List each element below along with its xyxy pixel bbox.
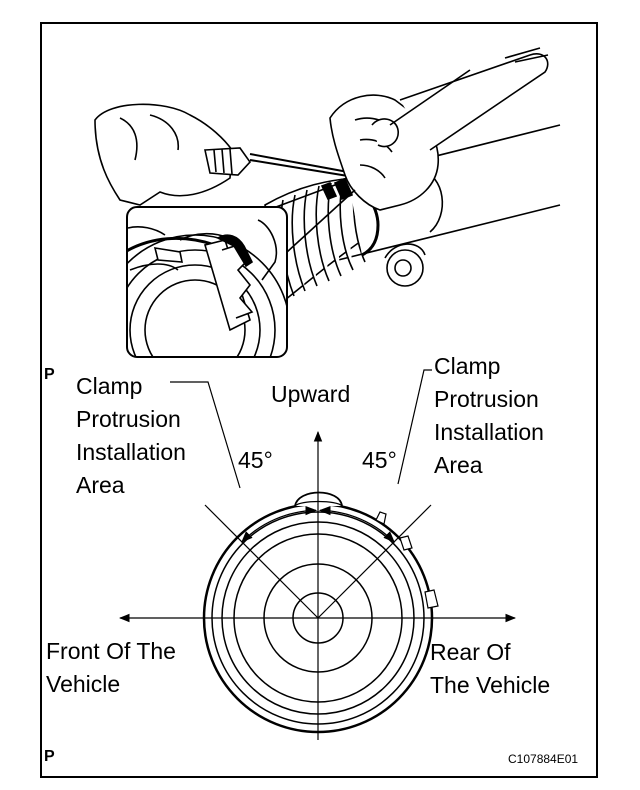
right-area-line-2: Protrusion — [434, 386, 539, 412]
left-area-label: Clamp Protrusion Installation Area — [76, 370, 186, 502]
marker-bottom: P — [44, 748, 55, 765]
right-area-line-4: Area — [434, 452, 483, 478]
right-area-line-3: Installation — [434, 419, 544, 445]
figure-frame — [40, 22, 598, 778]
left-hand-screwdriver — [94, 103, 349, 206]
figure-code: C107884E01 — [508, 752, 579, 766]
detail-inset — [126, 206, 288, 358]
angle-label-left: 45° — [238, 447, 273, 473]
front-line-2: Vehicle — [46, 671, 121, 697]
marker-top: P — [44, 366, 55, 383]
installation-illustration — [94, 47, 561, 358]
clamp-position-diagram — [118, 369, 517, 740]
angle-label-right: 45° — [362, 447, 397, 473]
leader-left — [170, 381, 241, 489]
leader-right — [397, 369, 432, 485]
front-line-1: Front Of The — [46, 638, 176, 664]
left-area-line-3: Installation — [76, 439, 186, 465]
rear-line-2: The Vehicle — [430, 672, 551, 698]
left-area-line-4: Area — [76, 472, 125, 498]
front-label: Front Of The Vehicle — [46, 635, 176, 701]
upward-label: Upward — [271, 381, 351, 407]
angle-line-left — [204, 504, 319, 619]
angle-arc-left — [241, 505, 318, 543]
angle-line-right — [317, 504, 432, 619]
rear-label: Rear Of The Vehicle — [430, 636, 550, 702]
rear-line-1: Rear Of — [430, 639, 511, 665]
left-area-line-2: Protrusion — [76, 406, 181, 432]
right-area-line-1: Clamp — [434, 353, 501, 379]
drive-shaft — [299, 124, 561, 287]
left-area-line-1: Clamp — [76, 373, 143, 399]
right-area-label: Clamp Protrusion Installation Area — [434, 350, 544, 482]
angle-arc-right — [318, 505, 395, 543]
right-hand-pliers — [329, 47, 549, 211]
